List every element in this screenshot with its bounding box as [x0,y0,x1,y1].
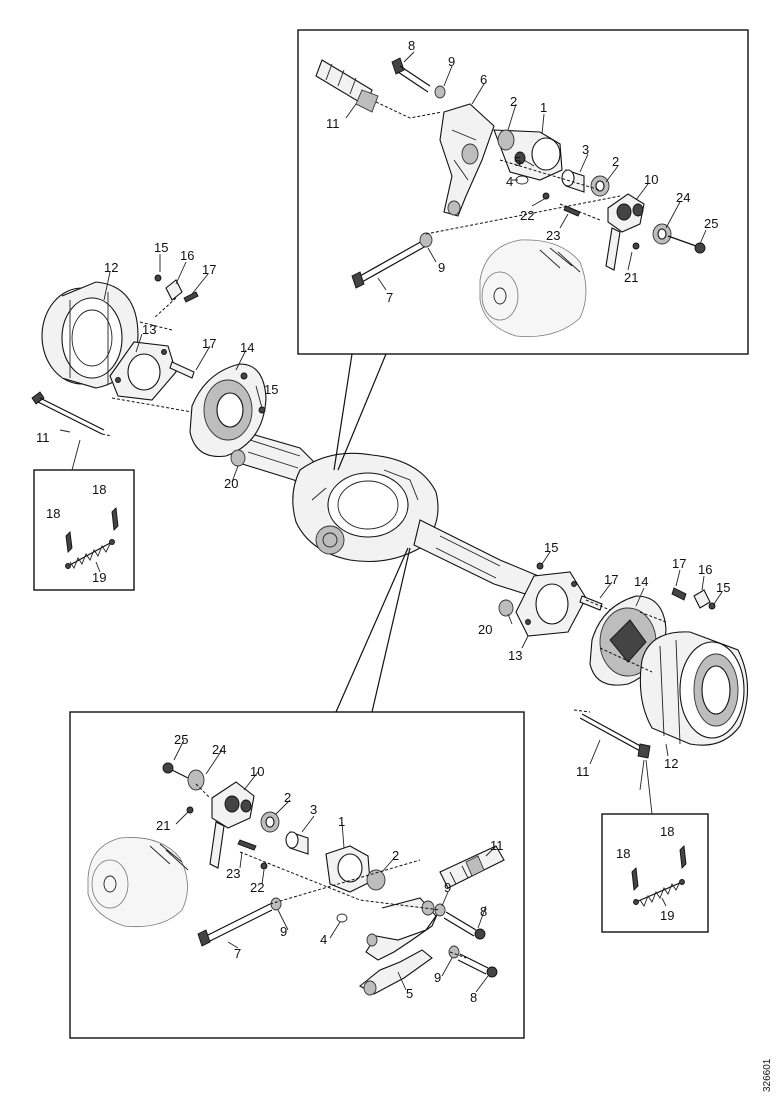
callout-9-top-upper: 9 [448,54,455,69]
pin-17-left-lower [169,361,195,379]
callout-20-left: 20 [224,476,238,491]
callout-3-top: 3 [582,142,589,157]
brake-drum-left [41,281,139,389]
brake-drum-ghost-bottom [87,837,189,927]
bottom-detail-inset [69,547,525,1039]
callout-2-top-b: 2 [612,154,619,169]
callout-15-right-upper: 15 [544,540,558,555]
dust-cover-left [109,341,177,401]
pin-17-right-b [671,587,687,601]
spring-inset-right [601,813,709,933]
callout-19-left: 19 [92,570,106,585]
callout-18-right-b: 18 [616,846,630,861]
callout-4-bottom: 4 [320,932,327,947]
callout-8-bottom-a: 8 [480,904,487,919]
spring-clip-16-right [693,589,711,609]
callout-13-right: 13 [508,648,522,663]
top-detail-inset [297,29,749,471]
spring-inset-left [33,469,135,591]
callout-19-right: 19 [660,908,674,923]
pin-17-right [579,595,603,611]
washer-20-left [230,449,246,467]
wheel-bolt-left [31,391,105,435]
callout-22-bottom: 22 [250,880,264,895]
callout-14-left: 14 [240,340,254,355]
callout-24-bottom: 24 [212,742,226,757]
pin-17-left [183,291,199,303]
callout-9-bottom-a: 9 [444,880,451,895]
callout-24-top: 24 [676,190,690,205]
right-brake-assembly [498,551,749,815]
return-spring-19-left [67,541,113,567]
callout-15-left-lower: 15 [264,382,278,397]
anchor-plate-left [189,363,267,458]
callout-3-bottom: 3 [310,802,317,817]
spring-pin-18b-right [679,845,687,869]
callout-2-bottom-a: 2 [284,790,291,805]
callout-11-top: 11 [326,116,340,131]
callout-18-left-b: 18 [46,506,60,521]
callout-17-right-b: 17 [672,556,686,571]
callout-14-right: 14 [634,574,648,589]
spring-pin-18b-left [111,507,119,531]
callout-22-top: 22 [520,208,534,223]
washer-20-right [498,599,514,617]
callout-9-top-lower: 9 [438,260,445,275]
callout-10-top: 10 [644,172,658,187]
dust-cover-right [515,571,587,637]
wheel-bolt-right [579,713,651,759]
nut-15-left [154,274,162,282]
callout-13-left: 13 [142,322,156,337]
part-number-labels: 8 9 6 2 1 11 5 3 2 4 10 22 24 25 23 9 21… [36,38,730,1005]
callout-12-left: 12 [104,260,118,275]
spring-pin-18-left [65,531,73,553]
callout-21-top: 21 [624,270,638,285]
callout-23-bottom: 23 [226,866,240,881]
callout-12-right: 12 [664,756,678,771]
callout-17-left-upper: 17 [202,262,216,277]
callout-15-right-lower: 15 [716,580,730,595]
callout-25-bottom: 25 [174,732,188,747]
callout-18-right-a: 18 [660,824,674,839]
callout-11-left: 11 [36,430,50,445]
left-brake-assembly [31,254,267,483]
callout-2-bottom-b: 2 [392,848,399,863]
callout-16-right: 16 [698,562,712,577]
callout-11-right: 11 [576,764,590,779]
callout-7-bottom: 7 [234,946,241,961]
spring-pin-18-right [631,867,639,891]
nut-15-right [708,602,716,610]
callout-1-bottom: 1 [338,814,345,829]
callout-21-bottom: 21 [156,818,170,833]
callout-2-top-a: 2 [510,94,517,109]
callout-6-top: 6 [480,72,487,87]
callout-4-top: 4 [506,174,513,189]
callout-18-left-a: 18 [92,482,106,497]
callout-9-bottom-b: 9 [280,924,287,939]
callout-17-left-lower: 17 [202,336,216,351]
document-number: 326601 [762,1058,773,1092]
brake-drum-right [639,631,749,746]
callout-11-bottom: 11 [490,838,504,853]
callout-15-left-upper: 15 [154,240,168,255]
callout-8-top: 8 [408,38,415,53]
brake-drum-ghost-top [479,239,587,337]
nut-15-right-upper [536,562,544,570]
spring-clip-16-left [165,279,183,301]
callout-5-bottom: 5 [406,986,413,1001]
callout-8-bottom-b: 8 [470,990,477,1005]
callout-16-left: 16 [180,248,194,263]
callout-20-right: 20 [478,622,492,637]
callout-25-top: 25 [704,216,718,231]
callout-7-top: 7 [386,290,393,305]
callout-10-bottom: 10 [250,764,264,779]
callout-23-top: 23 [546,228,560,243]
callout-5-top: 5 [514,154,521,169]
axle-housing [235,429,549,601]
callout-9-bottom-c: 9 [434,970,441,985]
callout-1-top: 1 [540,100,547,115]
callout-17-right-a: 17 [604,572,618,587]
return-spring-19-right [635,881,683,903]
